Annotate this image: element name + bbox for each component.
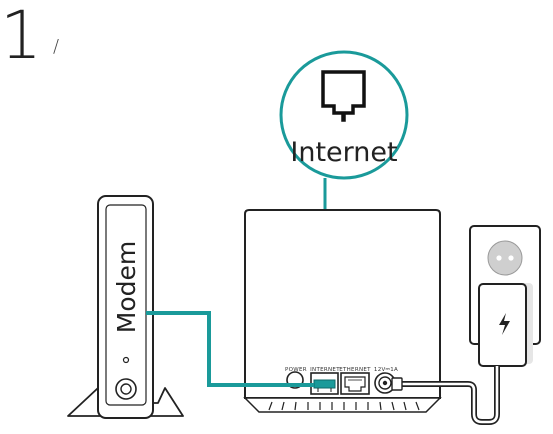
- port-label-ethernet: ETHERNET: [339, 367, 371, 373]
- ethernet-port-icon: [321, 70, 366, 122]
- lightning-bolt-icon: [499, 313, 510, 335]
- ethernet-port: [340, 372, 370, 395]
- port-label-internet: INTERNET: [310, 367, 340, 373]
- port-label-power: POWER: [285, 367, 307, 373]
- dc-input-jack: [374, 372, 396, 394]
- wall-socket-icon: [487, 240, 523, 276]
- router-vents: [268, 401, 420, 411]
- modem: Modem: [67, 195, 184, 419]
- modem-panel: [105, 204, 147, 406]
- internet-label: Internet: [290, 137, 397, 168]
- power-plug: [391, 377, 403, 391]
- internet-port: [310, 372, 339, 395]
- internet-cable: [146, 311, 314, 387]
- step-separator: /: [53, 36, 59, 57]
- modem-label: Modem: [112, 241, 141, 333]
- modem-indicator-dot: [122, 356, 130, 364]
- power-adapter: [469, 225, 541, 367]
- router-body: [244, 209, 441, 399]
- router-base: [243, 397, 442, 413]
- port-label-dc-input: 12V⎓1A: [374, 367, 398, 373]
- router: POWER INTERNET ETHERNET 12V⎓1A: [243, 209, 442, 413]
- step-number: 1: [0, 0, 42, 74]
- internet-callout: Internet: [279, 50, 409, 180]
